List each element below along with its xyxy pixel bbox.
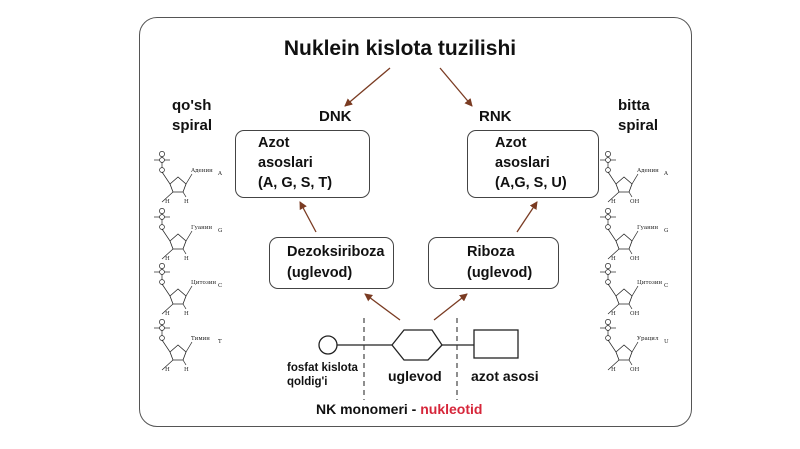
- deoxyribose-line-1: Dezoksiriboza: [287, 244, 385, 260]
- base-letter: T: [218, 339, 222, 345]
- base-letter: A: [217, 171, 223, 177]
- rnk-bases-line-2: asoslari: [495, 155, 550, 171]
- arrow-title-to-rnk: [439, 67, 473, 107]
- arrow-title-to-dnk: [344, 67, 391, 107]
- arrow-ribose-to-bases: [516, 201, 538, 233]
- ribose-line-1: Riboza: [467, 244, 515, 260]
- svg-text:H: H: [165, 256, 170, 262]
- base-letter: C: [218, 283, 222, 289]
- caption-highlight: nukleotid: [420, 401, 483, 417]
- phosphate-label-2: qoldig'i: [287, 376, 328, 388]
- arrow-nucleotide-to-deoxyribose: [364, 293, 401, 321]
- svg-text:H: H: [184, 256, 189, 262]
- base-name: Цитозин: [637, 280, 662, 286]
- svg-text:H: H: [165, 199, 170, 205]
- svg-text:OH: OH: [630, 367, 640, 373]
- svg-text:H: H: [165, 311, 170, 317]
- svg-text:H: H: [165, 367, 170, 373]
- dnk-label: DNK: [319, 108, 352, 125]
- left-side-label-1: qo'sh: [172, 97, 212, 114]
- sugar-label: uglevod: [388, 368, 442, 384]
- arrow-deoxyribose-to-bases: [299, 201, 317, 233]
- caption-prefix: NK monomeri -: [316, 401, 421, 417]
- phosphate-circle: [318, 335, 338, 355]
- svg-text:H: H: [184, 199, 189, 205]
- phosphate-label-1: fosfat kislota: [287, 362, 358, 374]
- sugar-pentagon: [391, 329, 443, 361]
- base-letter: A: [663, 171, 669, 177]
- base-name: Аденин: [637, 168, 659, 174]
- svg-text:H: H: [611, 199, 616, 205]
- svg-text:H: H: [611, 256, 616, 262]
- rnk-bases-line-1: Azot: [495, 135, 527, 151]
- base-rectangle: [473, 329, 519, 359]
- base-label: azot asosi: [471, 368, 539, 384]
- rnk-label: RNK: [479, 108, 512, 125]
- svg-text:OH: OH: [630, 199, 640, 205]
- base-letter: C: [664, 283, 668, 289]
- dnk-bases-line-3: (A, G, S, T): [258, 175, 333, 191]
- deoxyribose-box: [269, 237, 394, 289]
- base-name: Урацил: [637, 336, 659, 342]
- deoxyribose-line-2: (uglevod): [287, 265, 353, 281]
- base-name: Гуанин: [637, 225, 658, 231]
- right-side-label-1: bitta: [618, 97, 650, 114]
- rnk-bases-line-3: (A,G, S, U): [495, 175, 567, 191]
- base-name: Цитозин: [191, 280, 216, 286]
- ribose-line-2: (uglevod): [467, 265, 533, 281]
- svg-text:H: H: [611, 311, 616, 317]
- base-letter: G: [218, 228, 222, 234]
- base-name: Тимин: [191, 336, 210, 342]
- base-letter: U: [664, 339, 669, 345]
- svg-text:OH: OH: [630, 256, 640, 262]
- arrow-nucleotide-to-ribose: [433, 293, 468, 321]
- base-name: Аденин: [191, 168, 213, 174]
- dnk-bases-line-1: Azot: [258, 135, 290, 151]
- left-side-label-2: spiral: [172, 117, 213, 134]
- monomer-caption: NK monomeri - nukleotid: [316, 401, 482, 417]
- svg-text:OH: OH: [630, 311, 640, 317]
- base-letter: G: [664, 228, 668, 234]
- ribose-box: [428, 237, 559, 289]
- svg-text:H: H: [611, 367, 616, 373]
- diagram-title: Nuklein kislota tuzilishi: [283, 37, 517, 60]
- svg-text:H: H: [184, 367, 189, 373]
- dnk-bases-box: [235, 130, 370, 198]
- right-side-label-2: spiral: [618, 117, 659, 134]
- rnk-bases-box: [467, 130, 599, 198]
- dnk-bases-line-2: asoslari: [258, 155, 313, 171]
- svg-text:H: H: [184, 311, 189, 317]
- base-name: Гуанин: [191, 225, 212, 231]
